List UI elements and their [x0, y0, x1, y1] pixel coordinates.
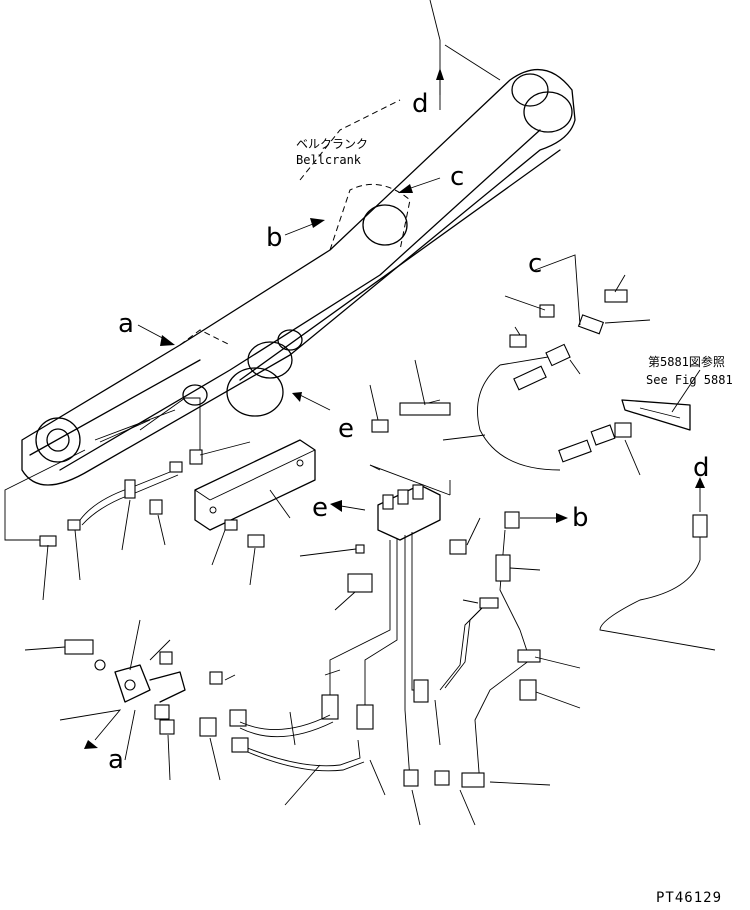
callout-d-top: d — [412, 89, 429, 119]
callout-arrows — [84, 0, 705, 749]
bellcrank-jp-label: ベルクランク — [296, 137, 368, 151]
distribution-block — [299, 464, 520, 787]
callout-e-arm: e — [338, 414, 354, 444]
callout-a-bottom: a — [108, 745, 124, 775]
callout-e-block: e — [312, 493, 328, 523]
lower-left-assembly — [24, 619, 476, 826]
callout-c-arm: c — [450, 162, 464, 192]
callout-d-right: d — [693, 453, 710, 483]
callout-b-arm: b — [266, 223, 283, 253]
bracket-plate — [194, 439, 316, 531]
bellcrank-en-label: Bellcrank — [296, 153, 362, 167]
left-grease-lines — [4, 441, 291, 601]
right-lower-hose — [434, 514, 716, 788]
callout-c-right: c — [528, 249, 542, 279]
drawing-code: PT46129 — [656, 890, 722, 906]
see-fig-jp-label: 第5881図参照 — [648, 354, 725, 369]
callout-b-right: b — [572, 503, 589, 533]
see-fig-en-label: See Fig 5881 — [646, 373, 733, 387]
callout-a-arm: a — [118, 309, 134, 339]
right-upper-hoses — [369, 254, 701, 476]
arm-assembly — [21, 68, 576, 486]
